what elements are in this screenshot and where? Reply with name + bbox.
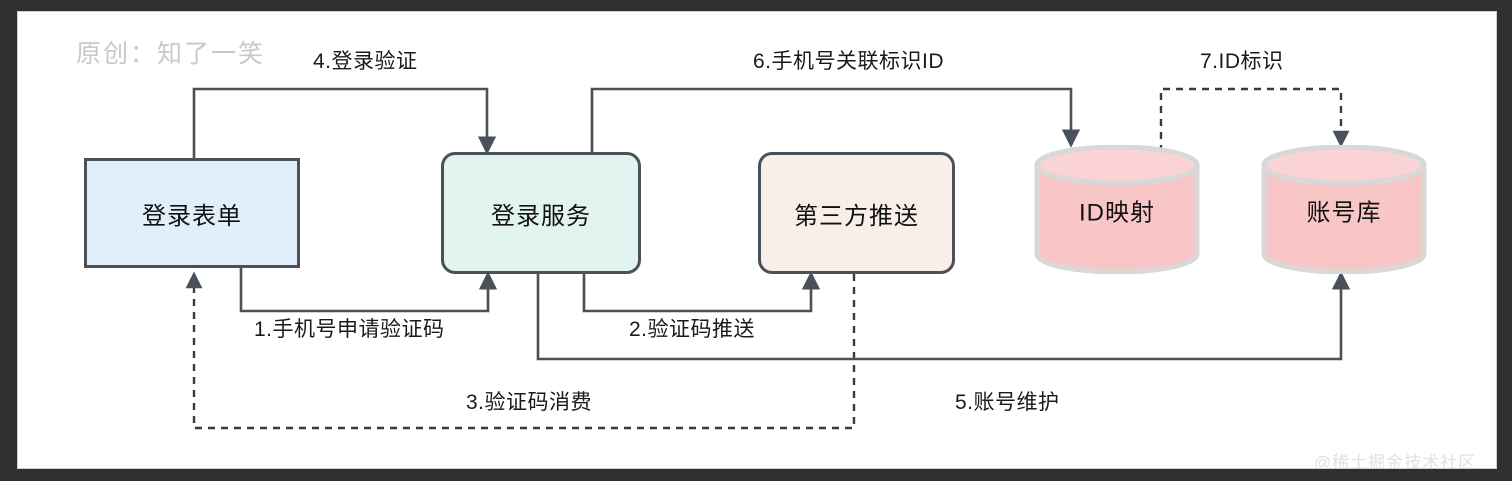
edge-label-7: 7.ID标识 <box>1200 50 1284 73</box>
edge-label-2: 2.验证码推送 <box>629 318 756 341</box>
connector-4 <box>192 87 497 158</box>
node-account-db-label: 账号库 <box>1306 199 1382 226</box>
edge-label-6: 6.手机号关联标识ID <box>753 50 945 73</box>
cylinder-shape-icon <box>1034 144 1200 275</box>
connector-7 <box>1159 87 1350 152</box>
node-id-mapping-label: ID映射 <box>1079 199 1155 226</box>
edge-label-4: 4.登录验证 <box>313 50 418 73</box>
node-login-form[interactable]: 登录表单 <box>84 158 300 268</box>
connector-2 <box>582 271 821 313</box>
node-login-form-label: 登录表单 <box>142 202 242 230</box>
community-watermark: @稀土掘金技术社区 <box>1314 453 1477 469</box>
edge-label-5: 5.账号维护 <box>955 391 1060 414</box>
diagram-frame: 登录表单 登录服务 第三方推送 ID映射 账号库 4.登录验证 6.手机号关 <box>17 11 1497 469</box>
author-watermark: 原创：知了一笑 <box>76 40 266 68</box>
node-third-party-push[interactable]: 第三方推送 <box>758 152 955 274</box>
edge-label-1: 1.手机号申请验证码 <box>254 318 445 341</box>
cylinder-shape-icon <box>1261 144 1427 275</box>
node-login-service-label: 登录服务 <box>491 202 591 230</box>
connector-1 <box>239 268 498 313</box>
node-id-mapping[interactable]: ID映射 <box>1034 144 1200 275</box>
node-account-db[interactable]: 账号库 <box>1261 144 1427 275</box>
node-login-service[interactable]: 登录服务 <box>441 152 641 274</box>
edge-label-3: 3.验证码消费 <box>466 391 593 414</box>
connector-6 <box>590 87 1081 158</box>
diagram-canvas: 登录表单 登录服务 第三方推送 ID映射 账号库 4.登录验证 6.手机号关 <box>18 12 1496 468</box>
node-third-party-push-label: 第三方推送 <box>794 202 919 230</box>
